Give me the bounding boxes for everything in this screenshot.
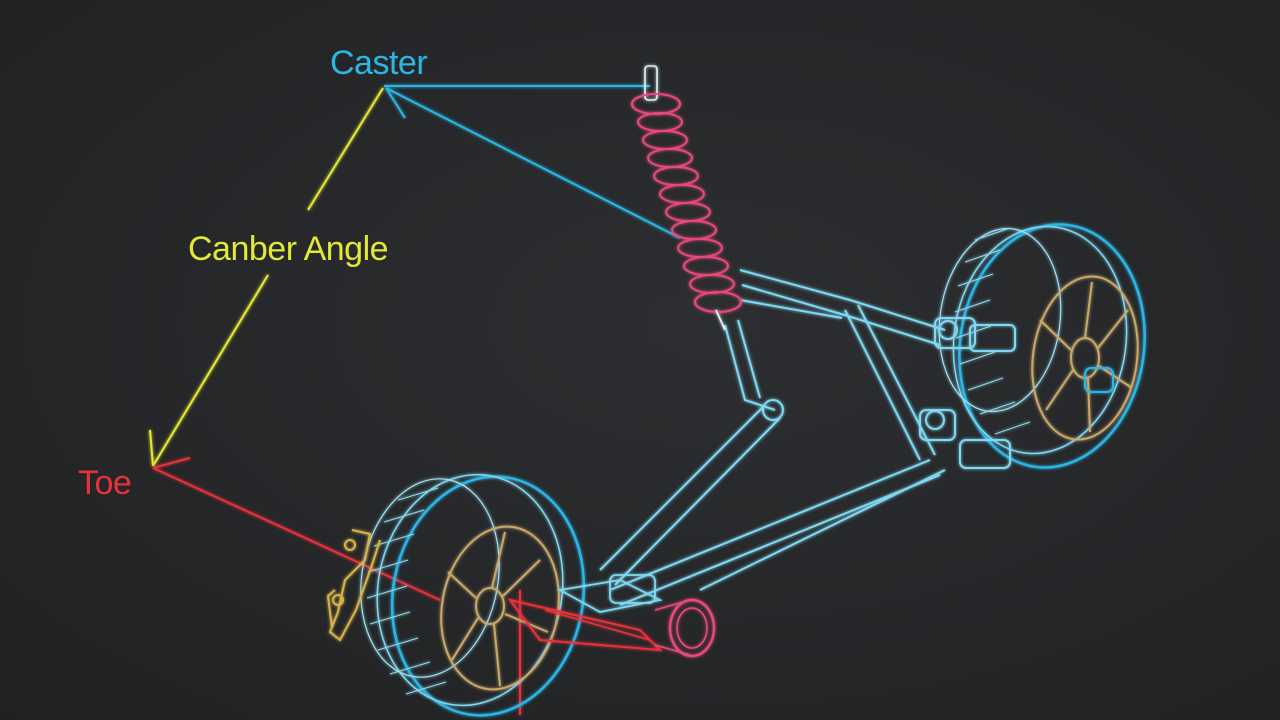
rear-wheel bbox=[938, 223, 1146, 469]
control-arm-icon bbox=[599, 269, 1016, 606]
front-rim bbox=[440, 525, 560, 691]
camber-indicator bbox=[149, 87, 384, 467]
caster-indicator bbox=[384, 85, 681, 239]
brake-caliper-icon bbox=[326, 529, 381, 642]
camber-angle-label: Canber Angle bbox=[188, 230, 388, 268]
front-hub bbox=[507, 574, 716, 658]
rear-rim bbox=[1031, 275, 1139, 441]
toe-label: Toe bbox=[78, 464, 131, 502]
toe-indicator bbox=[152, 457, 521, 715]
caster-label: Caster bbox=[330, 44, 427, 82]
coil-spring-icon bbox=[631, 65, 742, 331]
